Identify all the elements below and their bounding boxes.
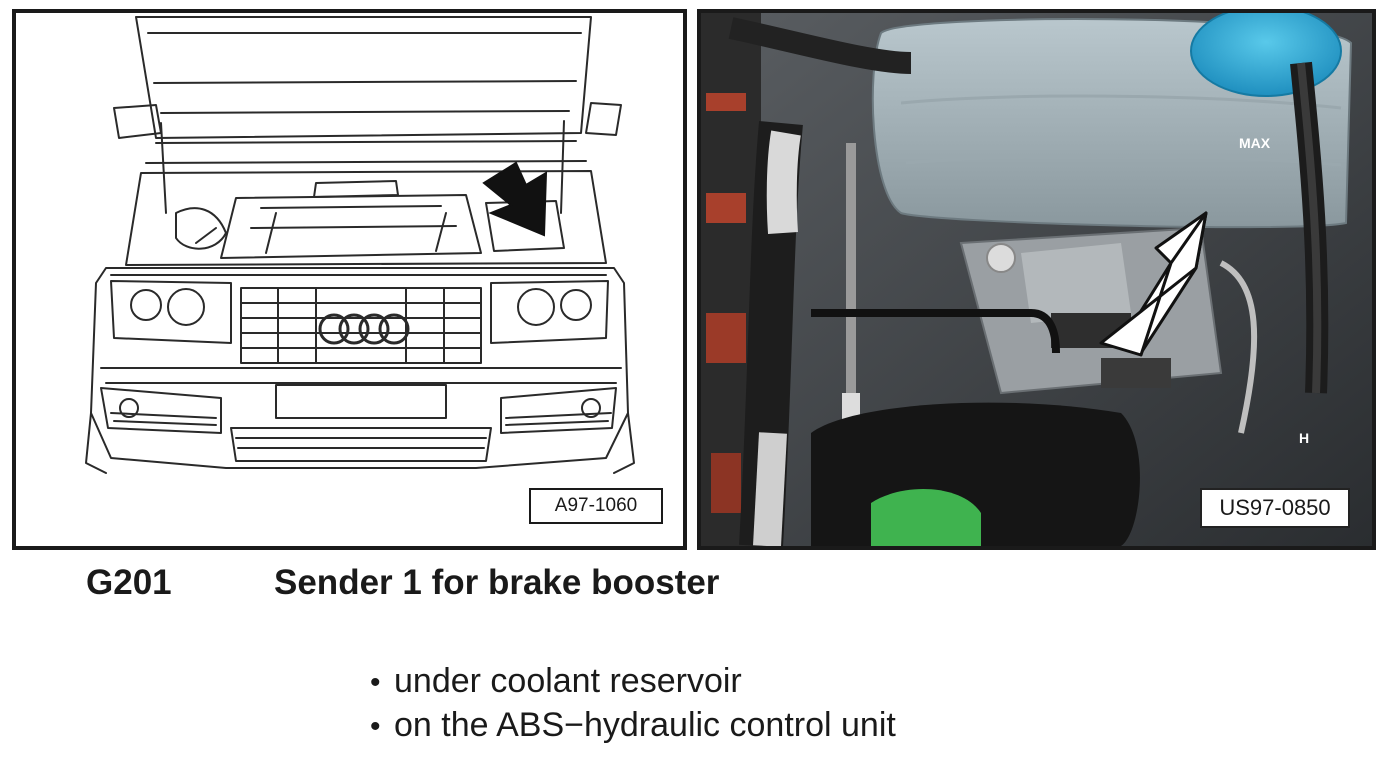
component-code: G201 [86,563,172,602]
car-front-drawing: A97-1060 [12,9,687,550]
location-text: under coolant reservoir [394,662,742,700]
car-illustration [85,16,635,474]
bullet-icon: • [370,666,381,699]
component-name: Sender 1 for brake booster [274,563,720,602]
engine-photo-illustration: MAX H [701,13,1372,546]
location-text: on the ABS−hydraulic control unit [394,706,896,744]
arrow-icon [482,161,548,237]
figure-reference-label: A97-1060 [529,488,663,524]
engine-bay-photo: MAX H US97-0850 [697,9,1376,550]
list-item: • under coolant reservoir [370,660,896,704]
figure-reference-label: US97-0850 [1200,488,1350,528]
bullet-icon: • [370,710,381,743]
location-list: • under coolant reservoir • on the ABS−hyd… [370,660,896,748]
max-marking: MAX [1239,135,1271,151]
list-item: • on the ABS−hydraulic control unit [370,704,896,748]
h-marking: H [1299,430,1309,446]
